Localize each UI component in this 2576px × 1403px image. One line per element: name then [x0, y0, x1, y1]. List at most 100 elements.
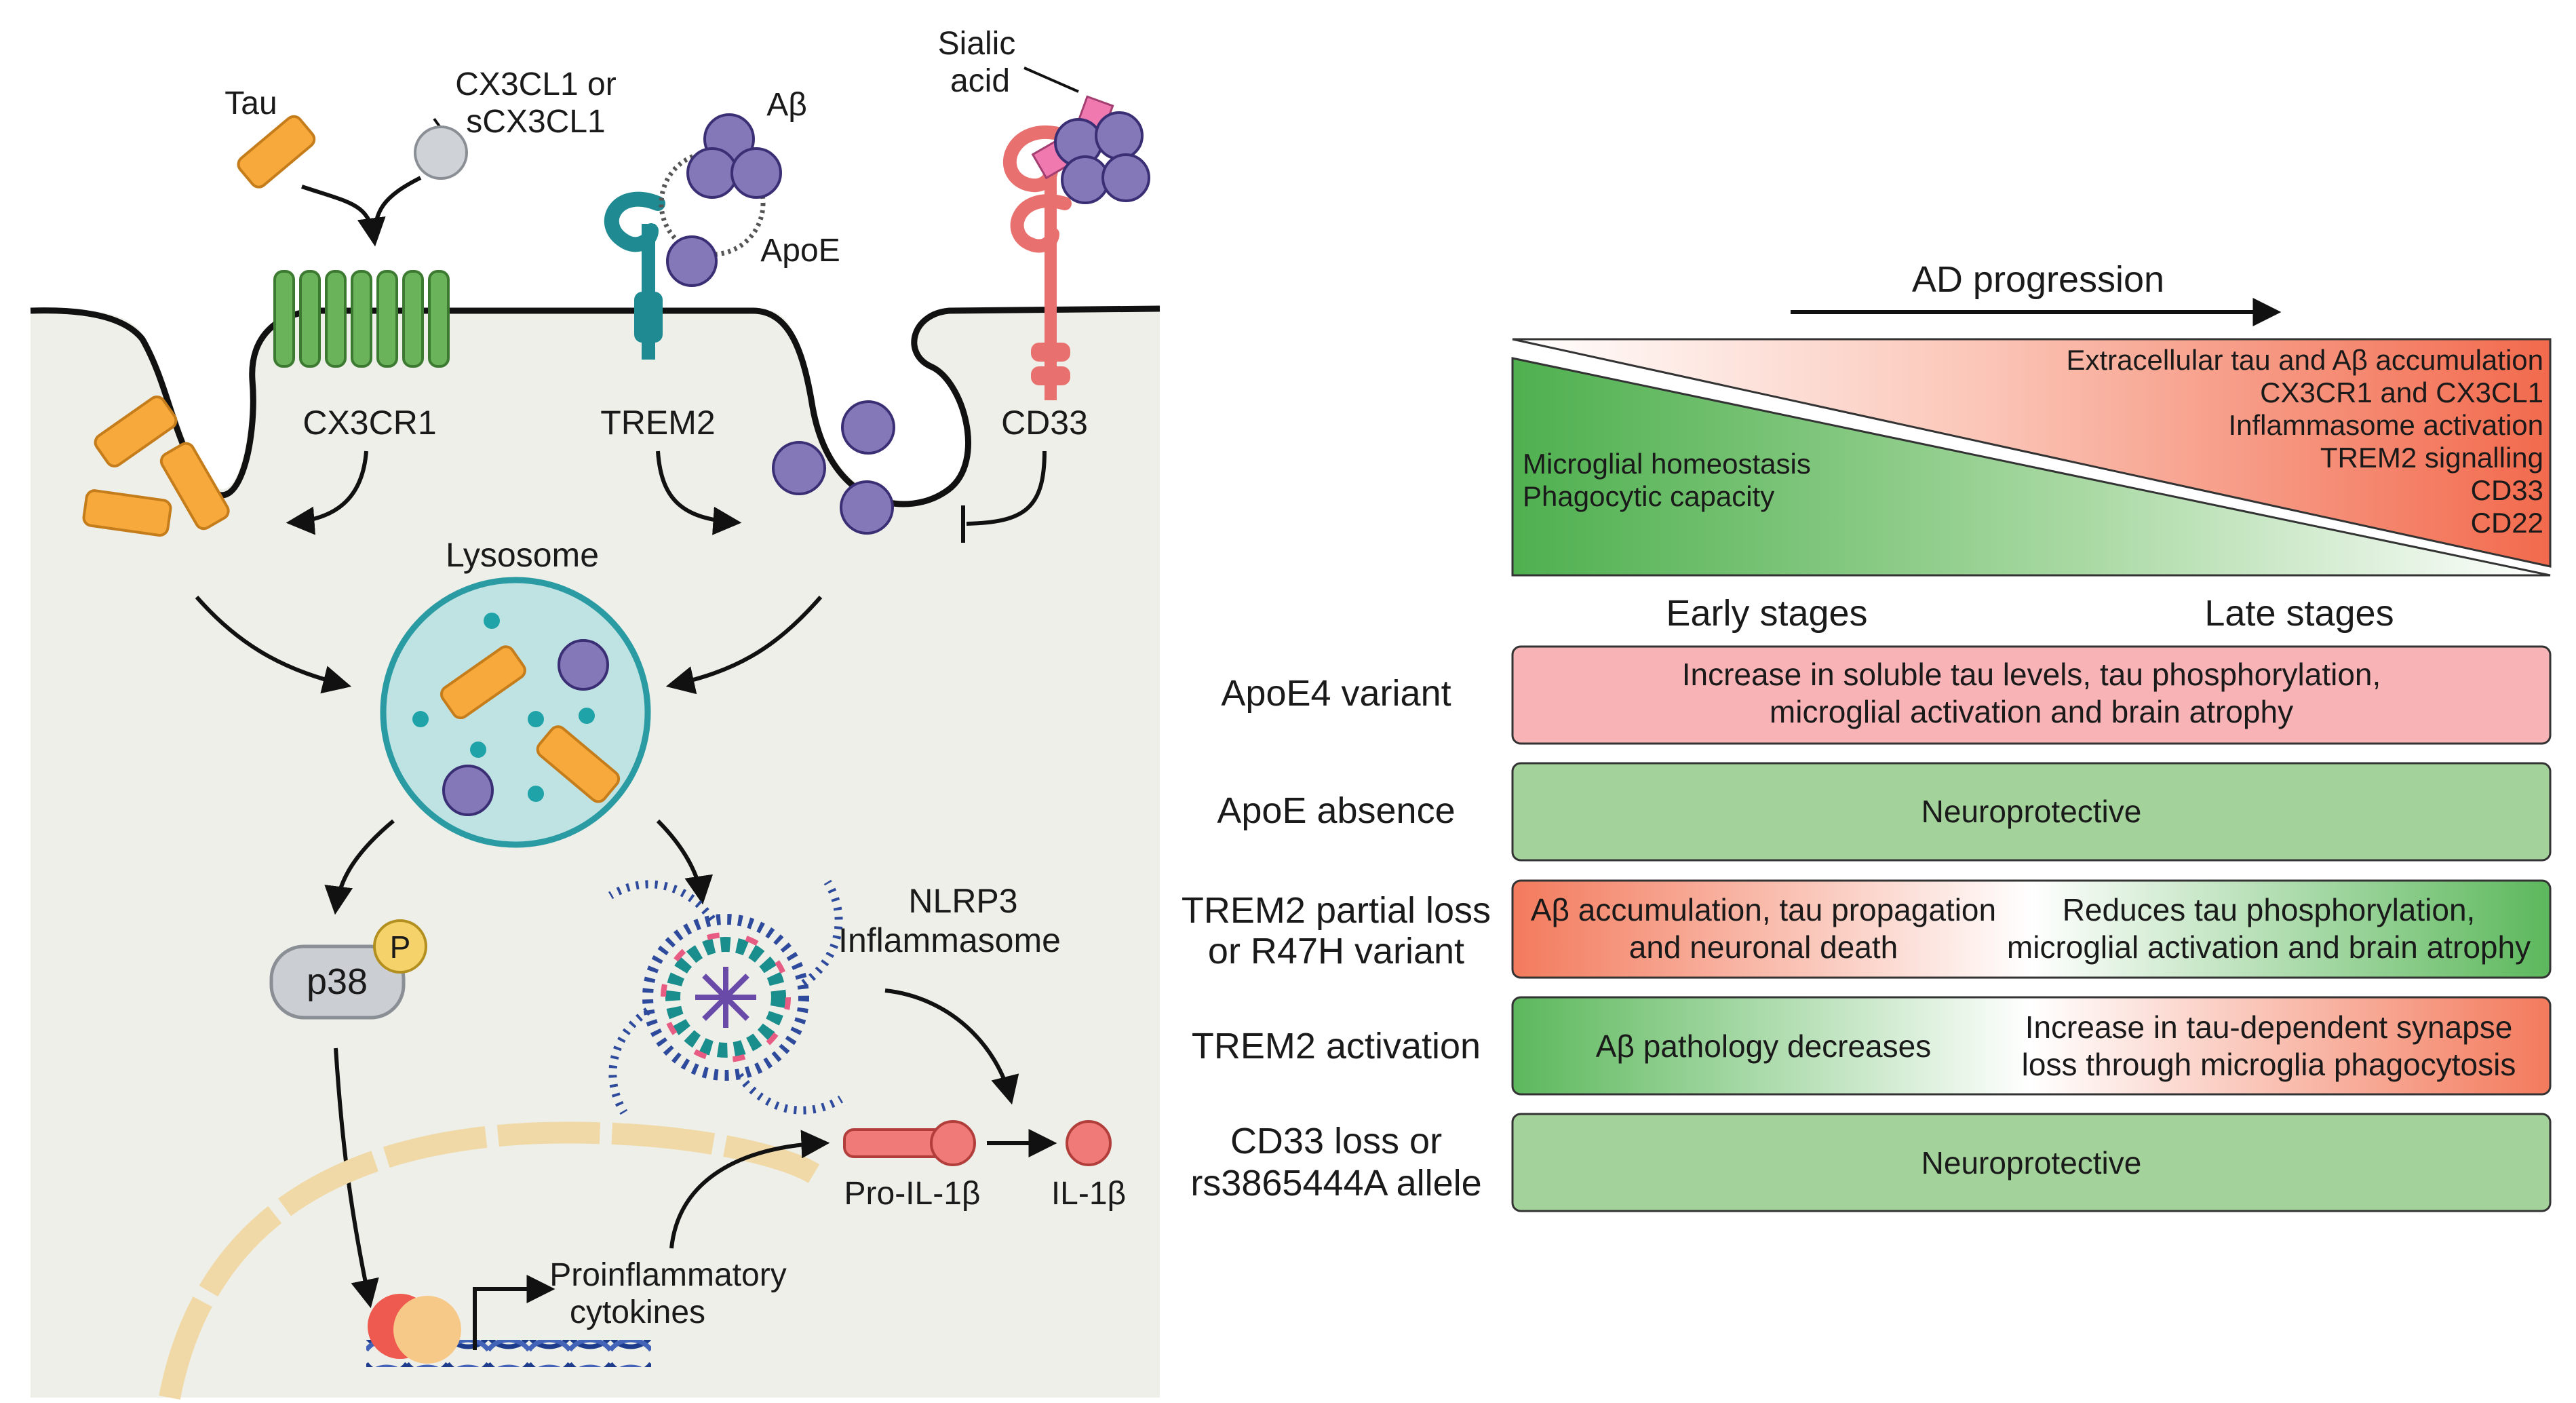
row-trem2-loss-late-2: microglial activation and brain atrophy: [2007, 929, 2531, 965]
nuclear-envelope: [159, 1121, 820, 1400]
cytokine-expression-arrow: [669, 1130, 830, 1249]
phospho-label: P: [390, 929, 411, 965]
transcription-factor-2: [393, 1296, 461, 1364]
lysosome-to-p38-arrow: [324, 819, 395, 915]
row-apoe-absence-text: Neuroprotective: [1921, 794, 2142, 829]
lysosome-to-nlrp3-arrow: [656, 819, 714, 905]
sialic-label-line2: acid: [950, 63, 1010, 99]
abeta-oligomer-4: [666, 235, 718, 287]
cx3cl1-label-line1: CX3CL1 or: [455, 66, 616, 102]
lysosome-enzyme-4: [579, 708, 595, 724]
p38-label: p38: [307, 961, 368, 1002]
row-trem2-activation-early: Aβ pathology decreases: [1596, 1029, 1931, 1064]
cd33-bound-abeta-4: [1101, 153, 1150, 202]
trem2-label: TREM2: [600, 404, 715, 442]
cd33-receptor: [1002, 125, 1072, 400]
abeta-label: Aβ: [766, 87, 807, 123]
cd33-inhibition-line: [966, 450, 1047, 526]
row-apoe-absence-label: ApoE absence: [1217, 790, 1455, 831]
nlrp3-label-line1: NLRP3: [908, 882, 1017, 920]
cytokines-label-line2: cytokines: [570, 1294, 705, 1330]
phospho-group: [373, 919, 427, 974]
row-trem2-loss-box: [1511, 879, 2552, 979]
nlrp3-cleavage-arrow: [884, 988, 1019, 1105]
row-apoe4-label: ApoE4 variant: [1221, 673, 1451, 714]
row-apoe4-text-1: Increase in soluble tau levels, tau phos…: [1682, 657, 2381, 692]
ad-progression-label: AD progression: [1912, 259, 2164, 300]
row-trem2-loss-label-2: or R47H variant: [1208, 931, 1464, 972]
internalized-abeta-1: [772, 441, 826, 495]
ligand-binding-arrow-2: [372, 176, 422, 242]
pro-il1b-head: [930, 1120, 976, 1166]
il1b: [1066, 1120, 1112, 1166]
il1b-label: IL-1β: [1051, 1176, 1126, 1212]
row-cd33-label-1: CD33 loss or: [1230, 1121, 1442, 1161]
lysosome-enzyme-2: [412, 711, 429, 727]
left-panel: Tau CX3CL1 or sCX3CL1 CX3CR1 T: [30, 26, 1160, 1400]
lysosome-abeta-1: [558, 639, 609, 691]
decreasing-effect-2: Phagocytic capacity: [1523, 480, 1774, 512]
internalized-tau-2: [82, 489, 172, 537]
cd33-bound-abeta-3: [1061, 155, 1110, 204]
p38-kinase: [269, 944, 406, 1020]
abeta-oligomer-3: [730, 147, 782, 199]
increasing-effect-3: Inflammasome activation: [2228, 409, 2543, 441]
apoe-label: ApoE: [760, 233, 840, 269]
row-trem2-activation-label: TREM2 activation: [1192, 1026, 1481, 1066]
sialic-label-line1: Sialic: [938, 26, 1016, 62]
abeta-oligomer-2: [686, 147, 738, 199]
row-trem2-loss-early-1: Aβ accumulation, tau propagation: [1531, 892, 1996, 927]
cytokines-label-line1: Proinflammatory: [549, 1257, 786, 1293]
row-cd33-box: [1511, 1113, 2552, 1212]
internalized-abeta-2: [841, 400, 895, 455]
cd33-label: CD33: [1001, 404, 1088, 442]
increasing-effect-1: Extracellular tau and Aβ accumulation: [2066, 344, 2543, 376]
lysosome-tau-1: [440, 645, 526, 720]
decreasing-triangle: [1511, 357, 2551, 577]
lysosome-tau-2: [536, 725, 621, 803]
late-stages-label: Late stages: [2204, 593, 2394, 634]
cx3cl1-label-line2: sCX3CL1: [466, 104, 605, 140]
internalized-tau-3: [159, 442, 230, 531]
lysosome-enzyme-6: [470, 742, 486, 758]
cx3cr1-receptor: [273, 270, 450, 368]
row-trem2-activation-late-2: loss through microglia phagocytosis: [2022, 1047, 2516, 1082]
tau-ligand: [237, 115, 316, 189]
plasma-membrane: [30, 305, 1160, 507]
row-trem2-loss-early-2: and neuronal death: [1629, 929, 1898, 965]
lysosome-enzyme-3: [528, 711, 544, 727]
lysosome-abeta-2: [442, 765, 494, 816]
nlrp3-inflammasome: [608, 879, 844, 1115]
row-apoe4-box: [1511, 645, 2552, 745]
lysosome-enzyme-1: [484, 613, 500, 629]
p38-to-nucleus-arrow: [334, 1048, 379, 1309]
trem2-receptor: [604, 191, 665, 360]
tau-label: Tau: [225, 85, 277, 121]
increasing-triangle: [1512, 338, 2552, 568]
row-apoe-absence-box: [1511, 762, 2552, 862]
lysosome-enzyme-5: [528, 786, 544, 802]
sialic-pointer: [1023, 66, 1079, 93]
invagination-to-lysosome-arrow-right: [665, 596, 823, 695]
increasing-effect-2: CX3CR1 and CX3CL1: [2260, 377, 2543, 408]
transcription-start-arrow: [473, 1275, 555, 1350]
trem2-internalization-arrow: [656, 450, 742, 535]
row-cd33-label-2: rs3865444A allele: [1190, 1163, 1481, 1204]
row-cd33-text: Neuroprotective: [1921, 1145, 2142, 1180]
increasing-effect-5: CD33: [2471, 474, 2543, 506]
increasing-effect-6: CD22: [2471, 507, 2543, 539]
cd33-bound-abeta-2: [1095, 111, 1144, 160]
row-trem2-loss-late-1: Reduces tau phosphorylation,: [2063, 892, 2476, 927]
cx3cr1-label: CX3CR1: [303, 404, 436, 442]
ligand-binding-arrow: [301, 185, 386, 247]
cx3cl1-ligand: [414, 126, 468, 180]
row-trem2-activation-box: [1511, 996, 2552, 1096]
early-stages-label: Early stages: [1666, 593, 1867, 634]
increasing-effect-4: TREM2 signalling: [2320, 442, 2543, 474]
internalized-abeta-3: [840, 480, 894, 535]
row-trem2-activation-late-1: Increase in tau-dependent synapse: [2025, 1010, 2513, 1045]
internalized-tau-1: [94, 396, 178, 467]
decreasing-effect-1: Microglial homeostasis: [1523, 448, 1811, 480]
lysosome-label: Lysosome: [446, 536, 599, 574]
